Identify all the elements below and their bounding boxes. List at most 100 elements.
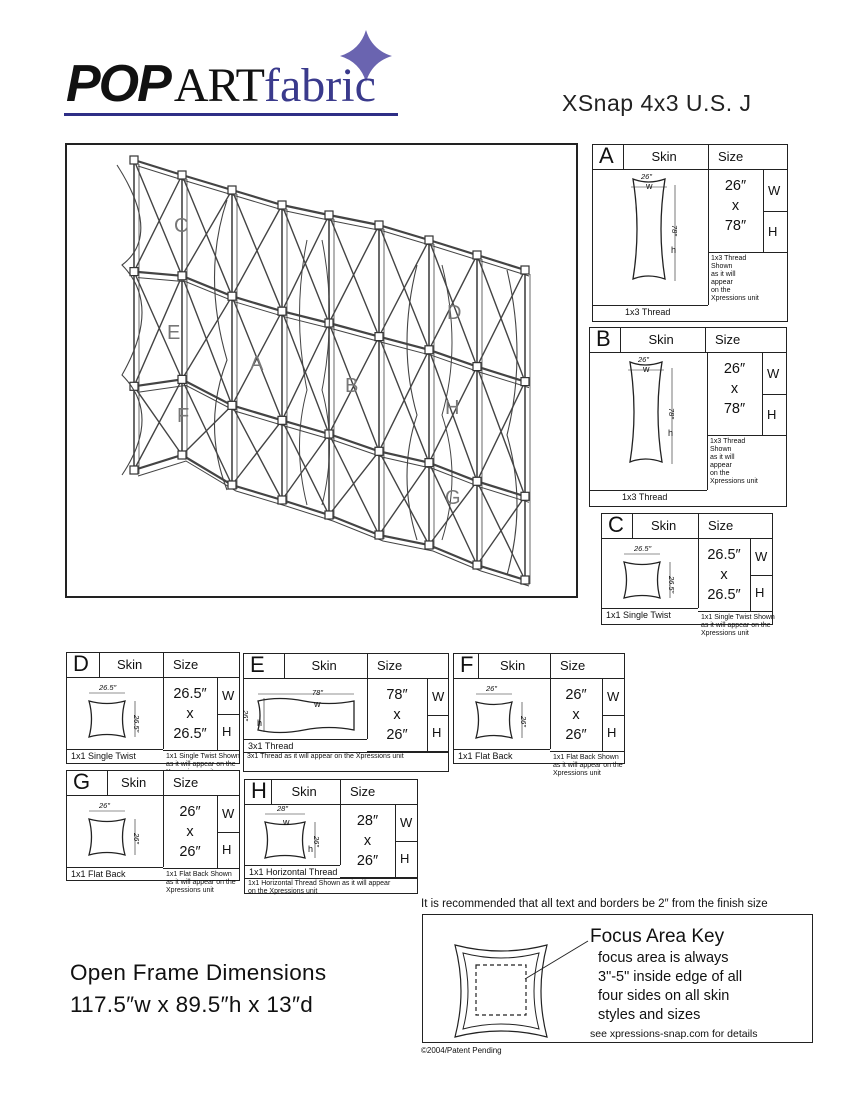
width-value: 28″ <box>356 813 379 829</box>
height-measure: 26″ <box>132 833 141 844</box>
frame-panel-label-c: C <box>174 215 189 237</box>
header-divider <box>620 328 621 352</box>
frame-structure-drawing <box>116 155 531 587</box>
width-key: W <box>400 815 413 830</box>
height-key: H <box>767 406 777 422</box>
skin-letter: C <box>608 512 624 537</box>
skin-shape-drawing <box>88 692 136 738</box>
width-key: W <box>222 806 235 821</box>
width-measure: 26.5″ <box>99 683 117 692</box>
key-divider <box>217 832 239 833</box>
skin-caption: 1x3 Thread <box>622 492 668 502</box>
height-key: H <box>222 724 232 739</box>
skin-column-label: Skin <box>500 658 526 673</box>
width-value: 26″ <box>723 361 746 377</box>
skin-letter: D <box>73 651 89 676</box>
skin-letter: H <box>251 778 267 803</box>
skin-note-line: 3x1 Thread as it will appear on the Xpre… <box>247 753 404 760</box>
frame-panel-label-a: A <box>250 353 264 375</box>
height-value: 26.5″ <box>707 587 741 603</box>
skin-note-line: 1x1 Flat Back Shown <box>553 754 619 761</box>
header-divider <box>478 654 479 678</box>
width-measure: 26″ <box>638 355 649 364</box>
skin-outline <box>257 697 355 734</box>
width-measure: 26″ <box>486 684 497 693</box>
skin-note-line: Shown <box>710 446 732 453</box>
skin-note-line: 1x1 Flat Back Shown <box>166 871 232 878</box>
body-divider <box>550 679 551 749</box>
logo-pop: POP <box>66 55 172 113</box>
skin-note-line: on the <box>711 287 731 294</box>
document-title: XSnap 4x3 U.S. J <box>562 90 752 116</box>
skin-note-line: 1x1 Horizontal Thread Shown as it will a… <box>248 880 391 887</box>
skin-column-label: Skin <box>291 784 317 799</box>
times-sign: x <box>720 567 728 583</box>
skin-note-line: on the Xpressions unit <box>248 888 318 895</box>
note-rule <box>698 611 772 612</box>
caption-rule <box>244 739 367 740</box>
focus-area-title: Focus Area Key <box>590 926 725 947</box>
height-measure: 26″ <box>312 836 321 847</box>
height-key: H <box>755 585 765 600</box>
skin-outline <box>632 177 666 281</box>
header-divider <box>708 145 709 169</box>
height-value: 26″ <box>386 727 408 743</box>
width-value: 26.5″ <box>707 547 741 563</box>
skin-note-line: as it will appear on the <box>166 761 236 768</box>
width-key: W <box>767 365 780 381</box>
header-divider <box>698 514 699 538</box>
key-divider <box>427 715 448 716</box>
height-key: H <box>432 725 442 740</box>
frame-panel-label-d: D <box>447 302 462 324</box>
focus-details-link[interactable]: see xpressions-snap.com for details <box>590 1028 758 1040</box>
caption-rule <box>454 749 550 750</box>
header-divider <box>550 654 551 678</box>
logo-fabric: fabric <box>263 59 376 112</box>
skin-caption: 1x1 Single Twist <box>71 751 136 761</box>
note-rule <box>708 252 787 253</box>
height-value: 26″ <box>565 727 587 743</box>
skin-note-line: 1x3 Thread <box>711 255 747 262</box>
header-divider <box>367 654 368 678</box>
focus-area-key-box <box>422 914 813 1043</box>
times-sign: x <box>186 706 194 722</box>
skin-letter: G <box>73 769 91 794</box>
skin-letter: F <box>460 652 474 677</box>
height-mark: h <box>671 245 677 255</box>
focus-line: focus area is always <box>598 950 729 966</box>
width-measure: 28″ <box>277 804 288 813</box>
open-frame-title: Open Frame Dimensions <box>70 960 327 985</box>
size-column-label: Size <box>708 518 734 533</box>
note-rule <box>707 435 786 436</box>
key-divider <box>762 394 786 395</box>
skin-note-line: appear <box>710 462 732 469</box>
skin-caption: 1x1 Single Twist <box>606 610 671 620</box>
open-frame-dimensions: 117.5″w x 89.5″h x 13″d <box>70 992 314 1017</box>
skin-outline <box>88 700 126 738</box>
header-divider <box>705 328 706 352</box>
skin-shape-drawing <box>264 813 316 859</box>
skin-note-line: as it will <box>711 271 736 278</box>
skin-column-label: Skin <box>311 658 337 673</box>
logo-diamond-icon <box>340 30 392 82</box>
size-column-label: Size <box>560 658 586 673</box>
skin-note-line: as it will <box>710 454 735 461</box>
copyright-note: ©2004/Patent Pending <box>421 1046 502 1055</box>
note-rule <box>163 750 239 751</box>
times-sign: x <box>731 198 740 214</box>
frame-panel-label-f: F <box>177 405 190 427</box>
body-divider <box>163 796 164 867</box>
header-divider <box>163 771 164 795</box>
skin-outline <box>264 821 306 859</box>
caption-rule <box>67 749 163 750</box>
skin-outline <box>475 701 513 739</box>
skin-note-line: as it will appear on the <box>701 622 771 629</box>
skin-column-label: Skin <box>121 775 147 790</box>
times-sign: x <box>393 707 401 723</box>
